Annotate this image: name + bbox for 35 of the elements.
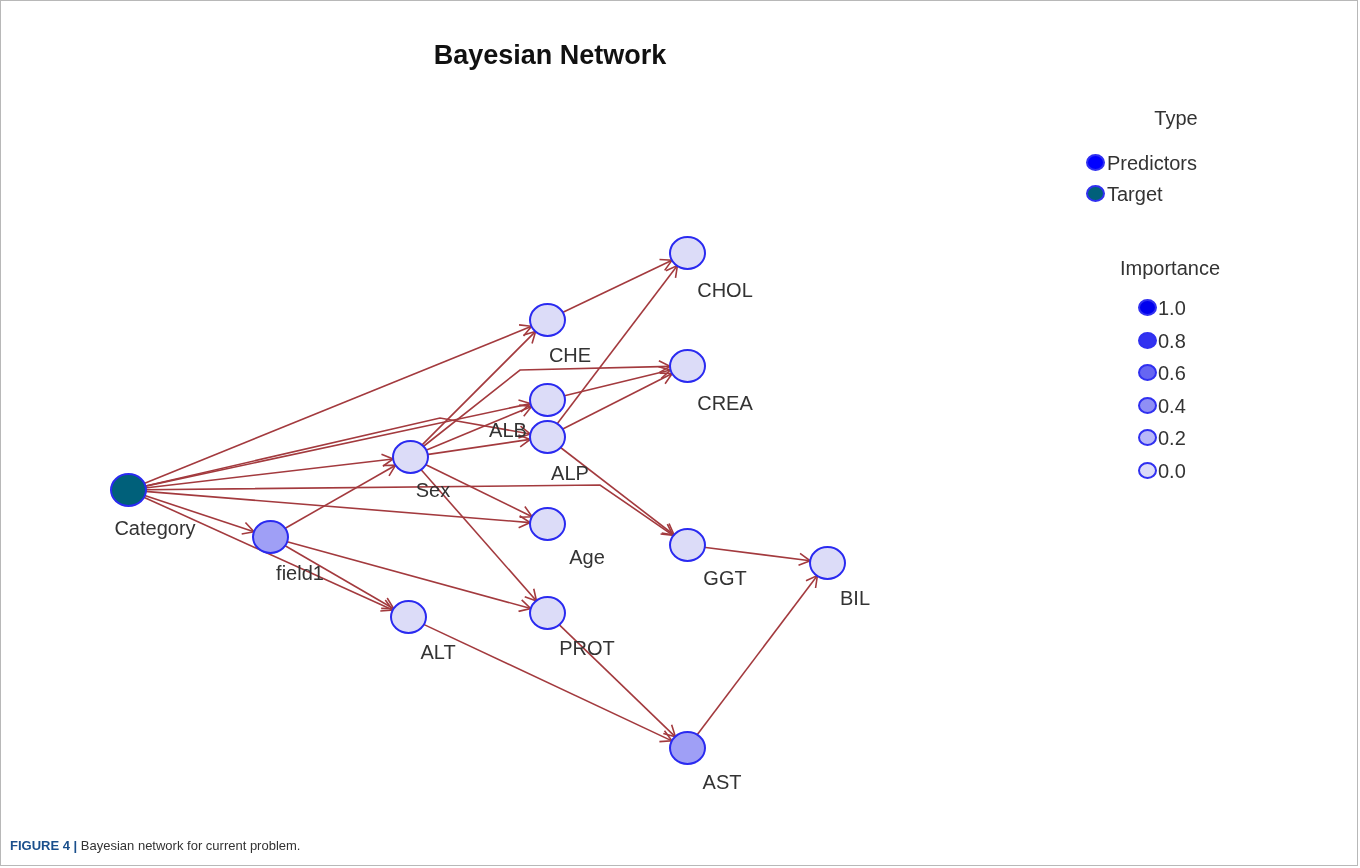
legend-text: 0.6 <box>1158 361 1186 385</box>
arrow <box>422 359 671 448</box>
node-label: ALP <box>551 461 589 485</box>
arrow <box>424 463 533 519</box>
node-label: Age <box>569 545 605 569</box>
node-label: CREA <box>697 391 753 415</box>
arrow <box>142 496 394 612</box>
legend-heading: Importance <box>1119 256 1221 280</box>
legend-text: 0.4 <box>1158 393 1186 418</box>
legend-text: 1.0 <box>1158 296 1186 320</box>
arrow <box>561 258 673 314</box>
node-label: Category <box>114 516 196 540</box>
node-label: GGT <box>703 566 747 590</box>
legend-text: 0.0 <box>1158 458 1186 483</box>
node-label: AST <box>702 770 742 794</box>
arrow <box>283 544 395 610</box>
node-label: BIL <box>840 586 870 610</box>
figure-caption: FIGURE 4 | Bayesian network for current problem. <box>10 838 301 853</box>
legend-text: 0.2 <box>1158 426 1186 450</box>
node-label: CHE <box>548 343 592 367</box>
node-label: CHOL <box>697 278 753 302</box>
arrow <box>555 264 679 426</box>
arrow <box>695 574 819 737</box>
chart-title: Bayesian Network <box>432 40 668 71</box>
arrow <box>420 330 537 447</box>
arrow <box>422 623 673 743</box>
legend-text: Target <box>1107 182 1163 206</box>
arrow <box>557 623 677 738</box>
legend-heading: Type <box>1154 106 1198 130</box>
arrow <box>559 446 675 536</box>
legend-text: 0.8 <box>1158 328 1186 353</box>
legend-text: Predictors <box>1107 151 1198 175</box>
node-label: ALT <box>420 640 456 664</box>
arrow <box>419 468 538 602</box>
arrow <box>561 372 673 431</box>
